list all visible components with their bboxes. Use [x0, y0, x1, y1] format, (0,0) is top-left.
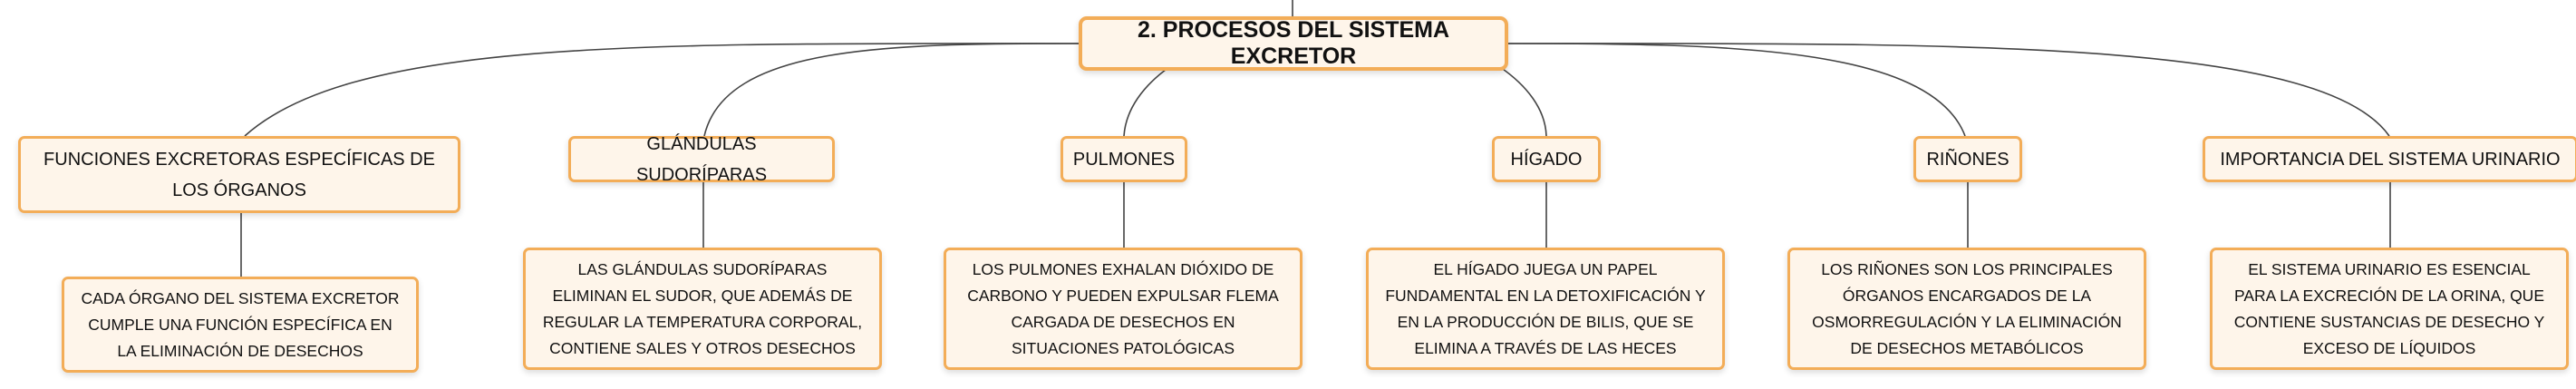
connector-root-to-urinary — [1506, 43, 2390, 137]
connector-root-to-sweat-glands — [703, 43, 1080, 137]
category-node-sweat-glands[interactable]: GLÁNDULAS SUDORÍPARAS — [568, 134, 835, 185]
category-node-label: IMPORTANCIA DEL SISTEMA URINARIO — [2220, 149, 2561, 170]
detail-node-urinary-system[interactable]: EL SISTEMA URINARIO ES ESENCIAL PARA LA … — [2210, 248, 2569, 370]
category-node-kidneys[interactable]: RIÑONES — [1913, 136, 2022, 182]
connector-root-to-liver — [1499, 66, 1547, 137]
detail-node-text: CADA ÓRGANO DEL SISTEMA EXCRETOR CUMPLE … — [81, 288, 400, 360]
connector-root-to-lungs — [1123, 66, 1170, 137]
category-node-label: FUNCIONES EXCRETORAS ESPECÍFICAS DE LOS … — [44, 149, 435, 200]
root-node-label: 2. PROCESOS DEL SISTEMA EXCRETOR — [1137, 17, 1450, 69]
detail-node-sweat-glands[interactable]: LAS GLÁNDULAS SUDORÍPARAS ELIMINAN EL SU… — [523, 248, 882, 370]
category-node-label: PULMONES — [1072, 149, 1176, 170]
detail-node-text: LOS RIÑONES SON LOS PRINCIPALES ÓRGANOS … — [1812, 259, 2122, 357]
detail-node-text: LAS GLÁNDULAS SUDORÍPARAS ELIMINAN EL SU… — [542, 259, 863, 357]
category-node-urinary-system[interactable]: IMPORTANCIA DEL SISTEMA URINARIO — [2203, 136, 2576, 182]
connector-root-to-functions — [244, 43, 1080, 137]
detail-node-liver[interactable]: EL HÍGADO JUEGA UN PAPEL FUNDAMENTAL EN … — [1366, 248, 1725, 370]
category-node-label: HÍGADO — [1510, 149, 1583, 170]
root-node[interactable]: 2. PROCESOS DEL SISTEMA EXCRETOR — [1079, 16, 1508, 71]
detail-node-text: EL SISTEMA URINARIO ES ESENCIAL PARA LA … — [2233, 259, 2545, 357]
category-node-label: RIÑONES — [1926, 149, 2009, 170]
detail-node-kidneys[interactable]: LOS RIÑONES SON LOS PRINCIPALES ÓRGANOS … — [1787, 248, 2146, 370]
connector-root-to-kidneys — [1506, 43, 1966, 137]
category-node-liver[interactable]: HÍGADO — [1492, 136, 1601, 182]
detail-node-text: LOS PULMONES EXHALAN DIÓXIDO DE CARBONO … — [967, 259, 1279, 357]
category-node-functions[interactable]: FUNCIONES EXCRETORAS ESPECÍFICAS DE LOS … — [18, 136, 460, 213]
category-node-lungs[interactable]: PULMONES — [1060, 136, 1187, 182]
detail-node-functions[interactable]: CADA ÓRGANO DEL SISTEMA EXCRETOR CUMPLE … — [62, 277, 419, 373]
detail-node-lungs[interactable]: LOS PULMONES EXHALAN DIÓXIDO DE CARBONO … — [944, 248, 1303, 370]
detail-node-text: EL HÍGADO JUEGA UN PAPEL FUNDAMENTAL EN … — [1385, 259, 1706, 357]
category-node-label: GLÁNDULAS SUDORÍPARAS — [635, 133, 768, 185]
